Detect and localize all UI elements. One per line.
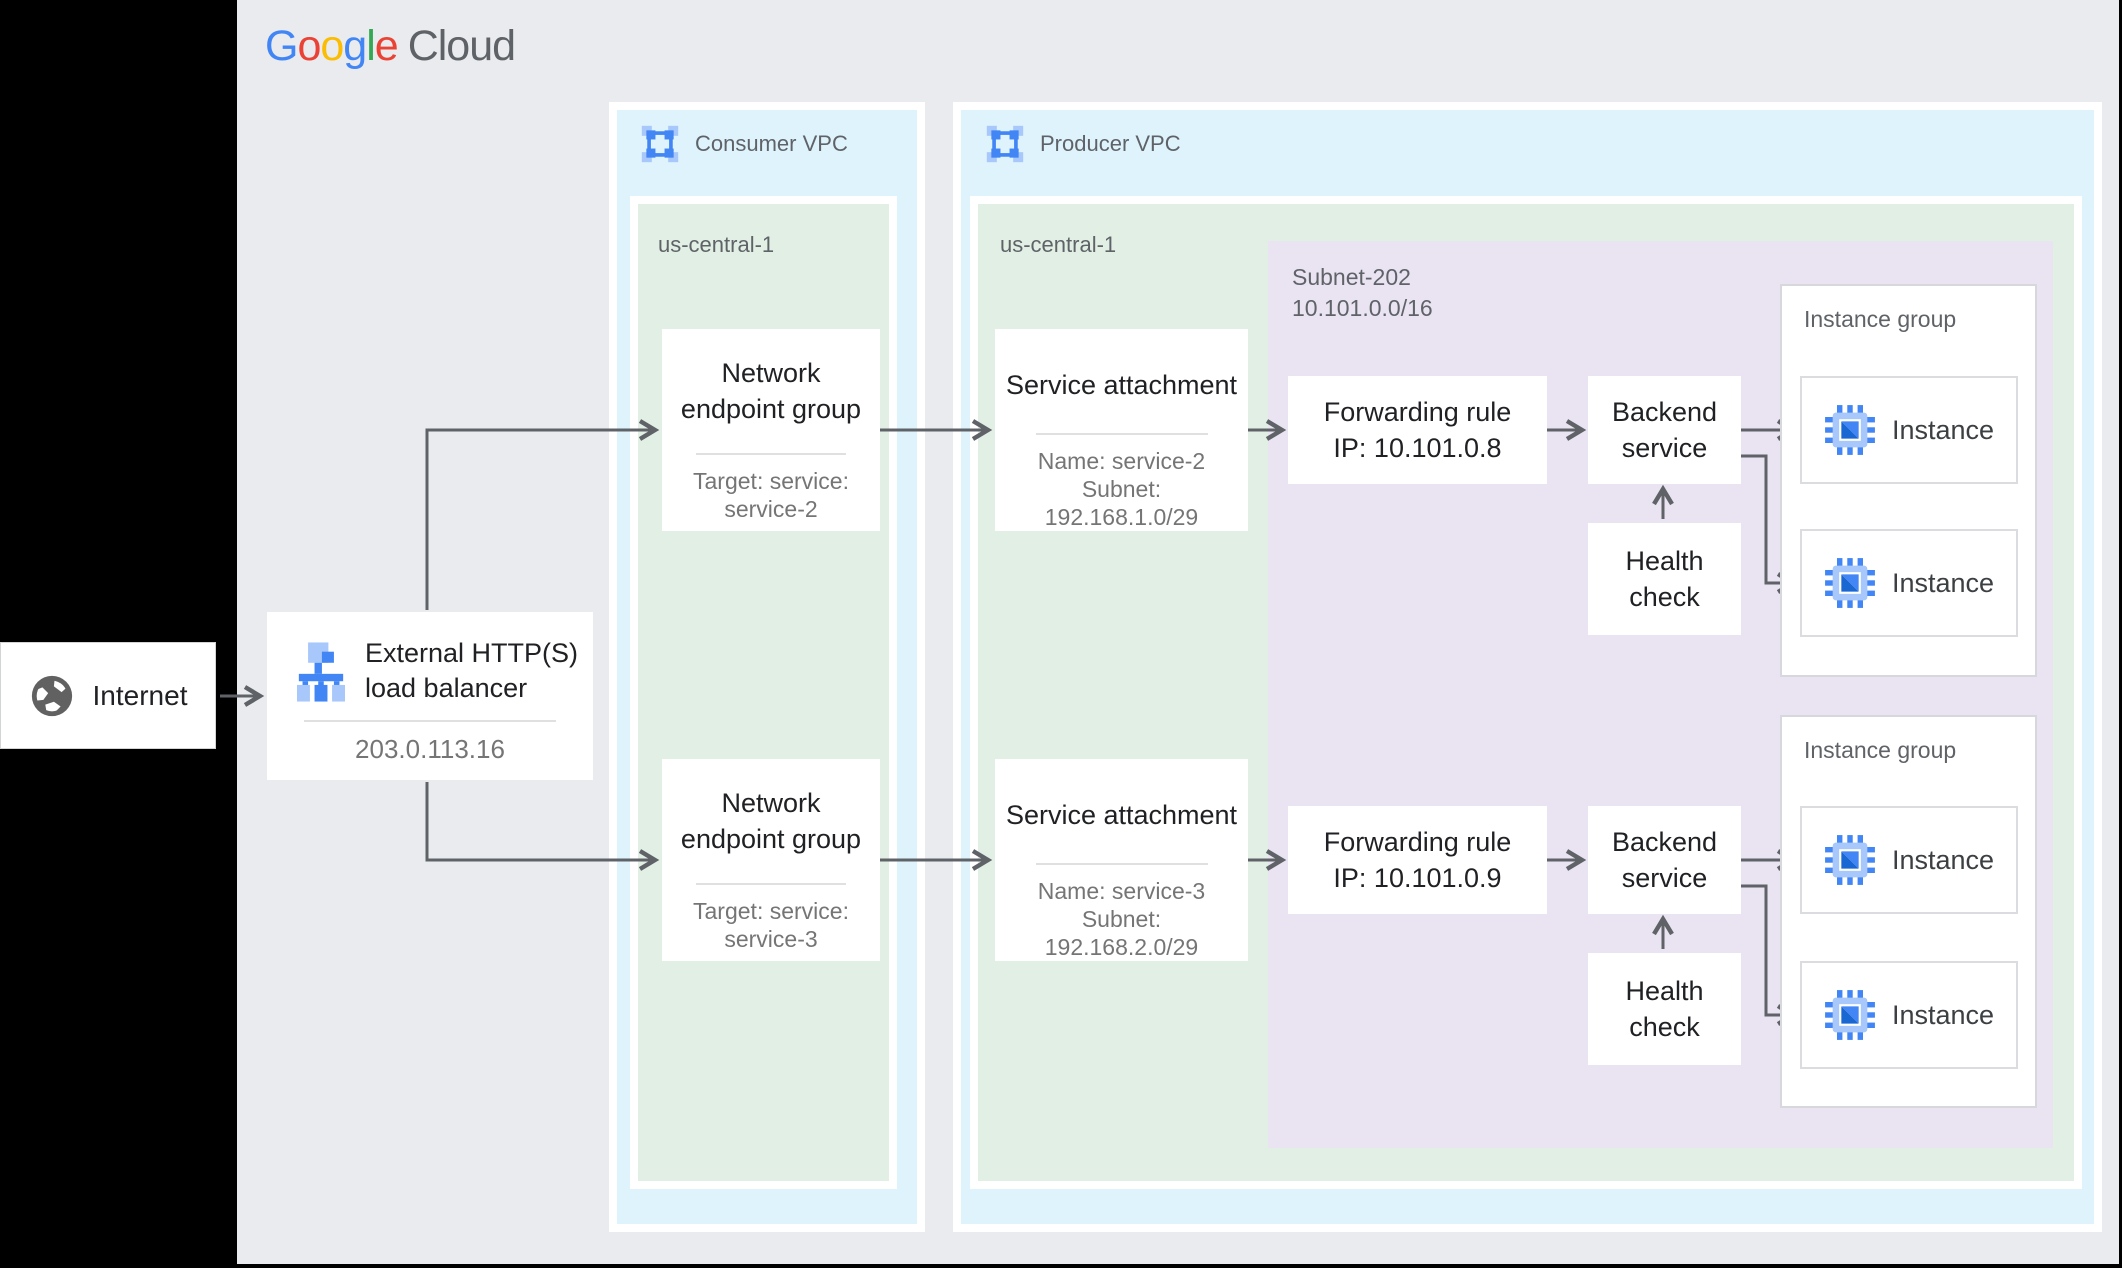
neg1-title-line2: endpoint group xyxy=(680,394,862,424)
backend-service-2: Backend service xyxy=(1588,806,1741,914)
network-endpoint-group-1: Network endpoint group Target: service: … xyxy=(662,329,880,531)
service-attachment-1: Service attachment Name: service-2 Subne… xyxy=(995,329,1248,531)
forwarding-rule-2: Forwarding rule IP: 10.101.0.9 xyxy=(1288,806,1547,914)
neg1-target-line2: service-2 xyxy=(724,496,818,522)
vpc-icon xyxy=(641,125,679,163)
service-attachment-2: Service attachment Name: service-3 Subne… xyxy=(995,759,1248,961)
neg2-target-line1: Target: service: xyxy=(693,898,849,924)
producer-vpc-label-text: Producer VPC xyxy=(1040,131,1181,156)
sa1-name: Name: service-2 xyxy=(1037,448,1206,474)
neg1-title-line1: Network xyxy=(721,358,821,388)
neg2-title-line1: Network xyxy=(721,788,821,818)
lb-title-line2: load balancer xyxy=(365,673,528,703)
hc1-line2: check xyxy=(1629,582,1700,612)
bs1-line1: Backend xyxy=(1611,397,1718,427)
sa2-title: Service attachment xyxy=(1005,800,1238,830)
producer-region-label: us-central-1 xyxy=(1000,232,1117,257)
instance-1a: Instance xyxy=(1800,376,2018,484)
external-load-balancer-node: External HTTP(S) load balancer 203.0.113… xyxy=(267,612,593,780)
sa2-subnet-label: Subnet: xyxy=(1081,906,1162,932)
neg2-target-line2: service-3 xyxy=(724,926,818,952)
health-check-2: Health check xyxy=(1588,953,1741,1065)
hc2-line2: check xyxy=(1629,1012,1700,1042)
fr1-line1: Forwarding rule xyxy=(1323,397,1512,427)
health-check-1: Health check xyxy=(1588,523,1741,635)
fr2-line1: Forwarding rule xyxy=(1323,827,1512,857)
divider xyxy=(696,883,846,885)
instance-chip-icon xyxy=(1825,835,1875,885)
lb-title-line1: External HTTP(S) xyxy=(365,638,579,668)
internet-label: Internet xyxy=(92,679,188,711)
bs1-line2: service xyxy=(1621,433,1708,463)
globe-icon xyxy=(31,675,72,716)
divider xyxy=(696,453,846,455)
vpc-icon xyxy=(986,125,1024,163)
instance-2a: Instance xyxy=(1800,806,2018,914)
divider xyxy=(1035,433,1208,435)
instance-chip-icon xyxy=(1825,405,1875,455)
network-endpoint-group-2: Network endpoint group Target: service: … xyxy=(662,759,880,961)
instance-label: Instance xyxy=(1891,414,1995,445)
subnet-label: Subnet-202 10.101.0.0/16 xyxy=(1292,262,1433,324)
sa1-title: Service attachment xyxy=(1005,370,1238,400)
forwarding-rule-1: Forwarding rule IP: 10.101.0.8 xyxy=(1288,376,1547,484)
instance-chip-icon xyxy=(1825,558,1875,608)
divider xyxy=(1035,863,1208,865)
sa2-name: Name: service-3 xyxy=(1037,878,1206,904)
fr1-line2: IP: 10.101.0.8 xyxy=(1333,433,1502,463)
divider xyxy=(304,720,556,722)
logo-letter: G xyxy=(265,22,298,70)
neg1-target-line1: Target: service: xyxy=(693,468,849,494)
bs2-line1: Backend xyxy=(1611,827,1718,857)
logo-letter: e xyxy=(374,22,399,70)
consumer-region-label: us-central-1 xyxy=(658,232,775,257)
load-balancer-icon xyxy=(297,642,345,702)
bs2-line2: service xyxy=(1621,863,1708,893)
logo-letter: l xyxy=(366,22,376,70)
instance-label: Instance xyxy=(1891,567,1995,598)
producer-vpc-label: Producer VPC xyxy=(985,124,1181,164)
hc2-line1: Health xyxy=(1625,976,1704,1006)
hc1-line1: Health xyxy=(1625,546,1704,576)
fr2-line2: IP: 10.101.0.9 xyxy=(1333,863,1502,893)
logo-cloud-text: Cloud xyxy=(407,22,516,70)
subnet-name: Subnet-202 xyxy=(1292,264,1411,290)
consumer-vpc-label-text: Consumer VPC xyxy=(695,131,848,156)
sa1-subnet-cidr: 192.168.1.0/29 xyxy=(1044,504,1199,530)
logo-letter: g xyxy=(343,22,367,70)
internet-node: Internet xyxy=(0,642,216,749)
consumer-vpc-label: Consumer VPC xyxy=(640,124,848,164)
subnet-cidr: 10.101.0.0/16 xyxy=(1292,295,1433,321)
instance-group-1-label: Instance group xyxy=(1804,306,1957,332)
sa1-subnet-label: Subnet: xyxy=(1081,476,1162,502)
instance-1b: Instance xyxy=(1800,529,2018,637)
instance-group-2-label: Instance group xyxy=(1804,737,1957,763)
backend-service-1: Backend service xyxy=(1588,376,1741,484)
sa2-subnet-cidr: 192.168.2.0/29 xyxy=(1044,934,1199,960)
logo-letter: o xyxy=(297,22,321,70)
logo-letter: o xyxy=(320,22,344,70)
instance-label: Instance xyxy=(1891,999,1995,1030)
instance-2b: Instance xyxy=(1800,961,2018,1069)
instance-chip-icon xyxy=(1825,990,1875,1040)
neg2-title-line2: endpoint group xyxy=(680,824,862,854)
instance-label: Instance xyxy=(1891,844,1995,875)
lb-ip: 203.0.113.16 xyxy=(355,734,505,764)
